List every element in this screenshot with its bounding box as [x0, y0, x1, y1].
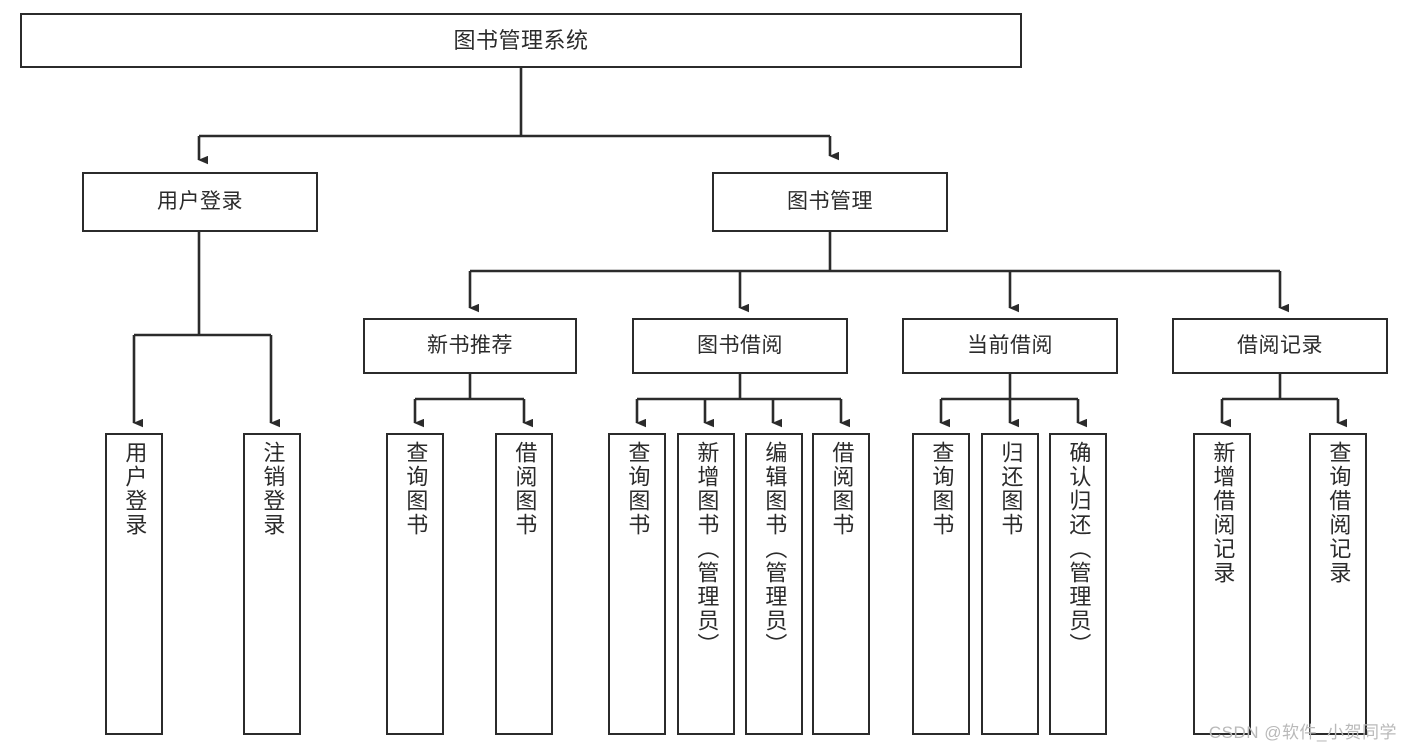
node-borrow-record-label: 借阅记录: [1237, 333, 1323, 357]
node-leaf-add-record[interactable]: 新增借阅记录: [1193, 433, 1251, 735]
node-leaf-query-book-1[interactable]: 查询图书: [386, 433, 444, 735]
node-leaf-query-book-3-label: 查询图书: [929, 441, 955, 537]
node-leaf-add-record-label: 新增借阅记录: [1210, 441, 1236, 585]
node-current-borrow[interactable]: 当前借阅: [902, 318, 1118, 374]
node-leaf-query-record-label: 查询借阅记录: [1326, 441, 1352, 585]
node-leaf-return-book[interactable]: 归还图书: [981, 433, 1039, 735]
node-leaf-user-login[interactable]: 用户登录: [105, 433, 163, 735]
node-book-management-label: 图书管理: [787, 189, 873, 213]
node-book-management[interactable]: 图书管理: [712, 172, 948, 232]
node-leaf-borrow-book-2[interactable]: 借阅图书: [812, 433, 870, 735]
node-leaf-confirm-return[interactable]: 确认归还（管理员）: [1049, 433, 1107, 735]
node-leaf-borrow-book-1[interactable]: 借阅图书: [495, 433, 553, 735]
node-new-book-recommend[interactable]: 新书推荐: [363, 318, 577, 374]
node-root-label: 图书管理系统: [453, 27, 589, 53]
node-leaf-edit-book[interactable]: 编辑图书（管理员）: [745, 433, 803, 735]
node-leaf-confirm-return-label: 确认归还（管理员）: [1066, 441, 1092, 657]
node-borrow-record[interactable]: 借阅记录: [1172, 318, 1388, 374]
node-leaf-edit-book-label: 编辑图书（管理员）: [762, 441, 788, 657]
node-leaf-borrow-book-2-label: 借阅图书: [829, 441, 855, 537]
node-root-book-management-system[interactable]: 图书管理系统: [20, 13, 1022, 68]
node-leaf-add-book-label: 新增图书（管理员）: [694, 441, 720, 657]
node-leaf-query-book-1-label: 查询图书: [403, 441, 429, 537]
node-user-login[interactable]: 用户登录: [82, 172, 318, 232]
node-leaf-logout-login-label: 注销登录: [260, 441, 286, 537]
node-leaf-user-login-label: 用户登录: [122, 441, 148, 537]
node-book-borrow[interactable]: 图书借阅: [632, 318, 848, 374]
node-book-borrow-label: 图书借阅: [697, 333, 783, 357]
node-leaf-query-book-2[interactable]: 查询图书: [608, 433, 666, 735]
node-leaf-query-book-3[interactable]: 查询图书: [912, 433, 970, 735]
node-leaf-return-book-label: 归还图书: [998, 441, 1024, 537]
node-new-book-recommend-label: 新书推荐: [427, 333, 513, 357]
watermark-text: CSDN @软件_小贺同学: [1208, 723, 1397, 742]
node-leaf-query-record[interactable]: 查询借阅记录: [1309, 433, 1367, 735]
node-leaf-logout-login[interactable]: 注销登录: [243, 433, 301, 735]
node-leaf-borrow-book-1-label: 借阅图书: [512, 441, 538, 537]
node-user-login-label: 用户登录: [157, 189, 243, 213]
node-current-borrow-label: 当前借阅: [967, 333, 1053, 357]
node-leaf-add-book[interactable]: 新增图书（管理员）: [677, 433, 735, 735]
node-leaf-query-book-2-label: 查询图书: [625, 441, 651, 537]
